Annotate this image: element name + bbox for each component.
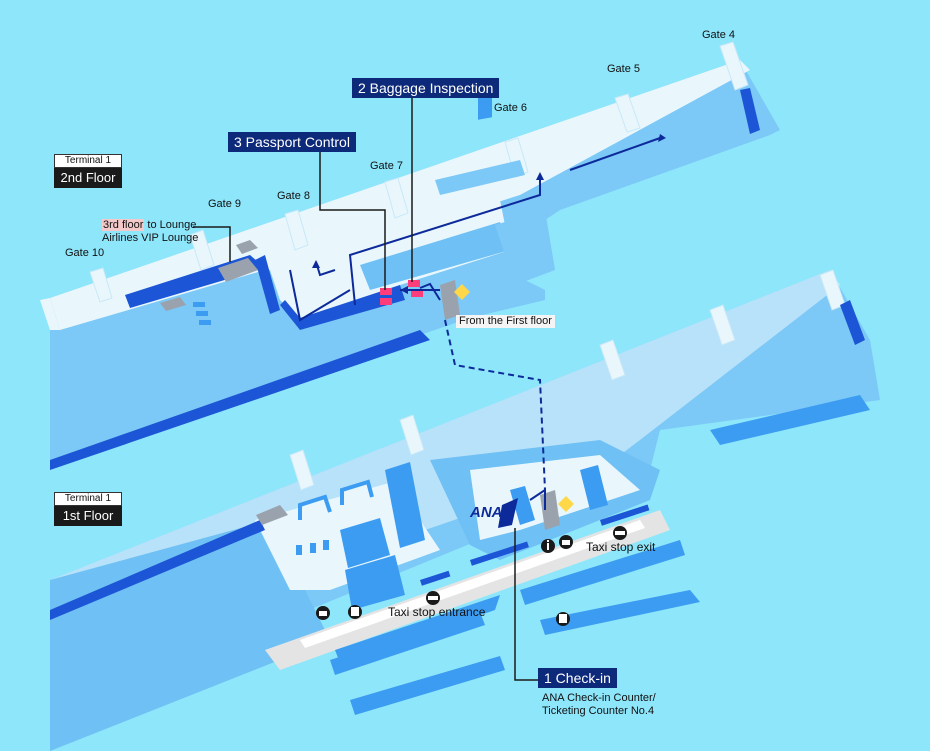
gate-6-label: Gate 6 (494, 102, 528, 114)
route-connector (444, 319, 546, 491)
lower-concourse-top (50, 270, 840, 600)
checkin-detail-line-1: ANA Check-in Counter/ (542, 692, 656, 704)
upper-dark-block (360, 222, 510, 290)
lower-floor-tag: Terminal 1 1st Floor (54, 492, 122, 526)
upper-small-blocks (193, 302, 211, 325)
lower-floor-label: 1st Floor (54, 506, 122, 526)
upper-floor-label: 2nd Floor (54, 168, 122, 188)
information-icon (541, 539, 555, 553)
passport-booth-icon (316, 535, 573, 620)
lounge-floor-highlight: 3rd floor (102, 219, 145, 231)
bus-icon (556, 612, 570, 626)
taxi-stop-exit-label: Taxi stop exit (586, 540, 656, 554)
checkin-detail-line-2: Ticketing Counter No.4 (542, 705, 655, 717)
lounge-floor-rest: to Lounge (144, 219, 197, 231)
taxi-icon (613, 526, 627, 540)
step-2-baggage-inspection: 2 Baggage Inspection (352, 78, 500, 98)
upper-building-label: Terminal 1 (54, 154, 122, 168)
lounge-note: 3rd floor to Lounge (102, 219, 196, 232)
upper-front-edge (50, 330, 430, 470)
gate-8-label: Gate 8 (277, 190, 311, 202)
upper-left-escalator (218, 258, 258, 282)
baggage-scanner-icon (380, 280, 423, 305)
lower-building-label: Terminal 1 (54, 492, 122, 506)
taxi-stop-entrance-label: Taxi stop entrance (388, 605, 486, 619)
ana-logo: ANA (469, 498, 518, 528)
upper-floor-tag: Terminal 1 2nd Floor (54, 154, 122, 188)
gate-10-label: Gate 10 (65, 247, 105, 259)
gate-9-label: Gate 9 (208, 198, 242, 210)
leader-lines (193, 96, 540, 681)
upper-inner-edge (280, 285, 405, 330)
step-1-check-in: 1 Check-in (538, 668, 617, 688)
lower-small-blocks (296, 540, 329, 555)
lower-slab-main (50, 520, 330, 751)
lower-blocks (340, 462, 608, 610)
gate-7-label: Gate 7 (370, 160, 404, 172)
taxi-icon (426, 591, 440, 605)
step-3-passport-control: 3 Passport Control (228, 132, 356, 152)
from-first-floor-label: From the First floor (456, 315, 555, 328)
no-entry-icon (454, 284, 574, 512)
lower-islands (330, 395, 870, 715)
bus-icon (348, 605, 362, 619)
lounge-name: Airlines VIP Lounge (102, 232, 199, 244)
gate-4-label: Gate 4 (702, 29, 736, 41)
upper-right-block (495, 210, 555, 285)
lower-gates-arches (298, 479, 374, 520)
lower-gate-piers (289, 269, 846, 491)
ana-logo-text: ANA (469, 504, 503, 521)
lower-left-escalator-shape (256, 505, 288, 525)
gate-5-label: Gate 5 (607, 63, 641, 75)
route-arrowheads (312, 134, 666, 294)
